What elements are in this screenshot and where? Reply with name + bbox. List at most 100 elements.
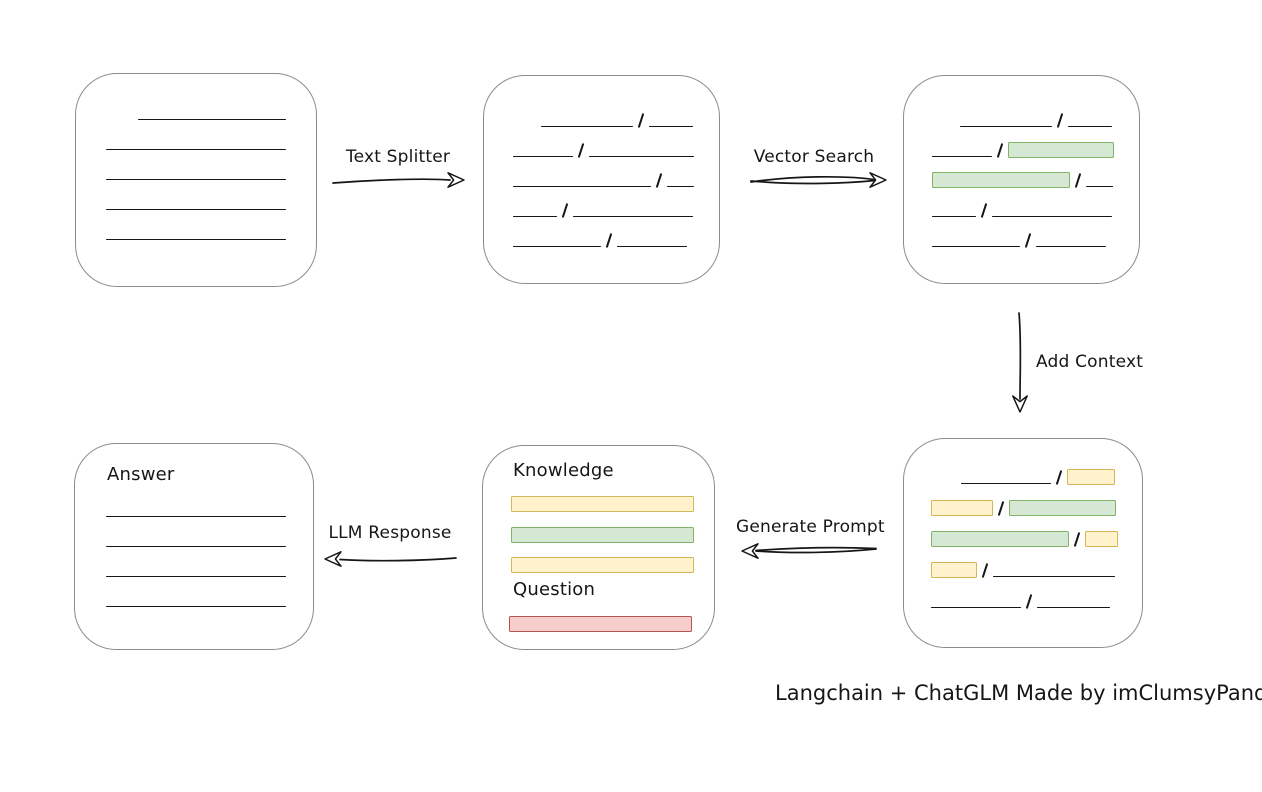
- text-row: [106, 151, 286, 181]
- split-text-lines: [513, 98, 694, 248]
- slash-mark: [1074, 173, 1082, 188]
- slash-mark: [1073, 532, 1081, 547]
- text-line: [106, 149, 286, 150]
- generate-prompt-arrow: [741, 543, 877, 559]
- text-row: [931, 485, 1118, 516]
- text-row: [932, 98, 1114, 128]
- text-line: [513, 246, 601, 247]
- text-line: [106, 516, 286, 517]
- slash-mark: [561, 203, 569, 218]
- answer-lines: [106, 488, 286, 608]
- answer-label: Answer: [107, 464, 175, 485]
- gap: [106, 120, 138, 121]
- context-chunks-lines: [931, 454, 1118, 609]
- text-line: [106, 546, 286, 547]
- knowledge-bars: [511, 496, 694, 588]
- text-row: [511, 557, 694, 588]
- text-line: [960, 126, 1052, 127]
- prompt-box: Knowledge Question: [482, 445, 715, 650]
- answer-box: Answer: [74, 443, 314, 650]
- slash-mark: [997, 501, 1005, 516]
- text-row: [513, 128, 694, 158]
- text-line: [513, 156, 573, 157]
- text-line: [106, 209, 286, 210]
- green-highlight-bar: [511, 526, 694, 543]
- question-label: Question: [513, 579, 596, 600]
- text-row: [513, 188, 694, 218]
- split-text-box: [483, 75, 720, 284]
- gap: [932, 127, 960, 128]
- text-line: [589, 156, 694, 157]
- gap: [513, 127, 541, 128]
- slash-mark: [981, 563, 989, 578]
- text-row: [931, 547, 1118, 578]
- text-line: [931, 607, 1021, 608]
- text-row: [106, 578, 286, 608]
- slash-mark: [1055, 470, 1063, 485]
- green-highlight-bar: [932, 172, 1070, 188]
- yellow-highlight-bar: [931, 562, 977, 578]
- gap: [931, 484, 961, 485]
- text-line: [649, 126, 693, 127]
- text-row: [106, 91, 286, 121]
- slash-mark: [637, 113, 645, 128]
- yellow-highlight-bar: [931, 500, 993, 516]
- text-splitter-arrow: [332, 172, 465, 188]
- text-row: [932, 158, 1114, 188]
- text-row: [513, 98, 694, 128]
- text-line: [932, 216, 976, 217]
- text-row: [106, 181, 286, 211]
- text-line: [541, 126, 633, 127]
- green-highlight-bar: [931, 531, 1069, 547]
- red-highlight-bar: [509, 616, 692, 632]
- source-document-lines: [106, 91, 286, 241]
- slash-mark: [605, 233, 613, 248]
- text-row: [511, 496, 694, 527]
- add-context-label: Add Context: [1036, 352, 1144, 372]
- text-row: [932, 218, 1114, 248]
- slash-mark: [980, 203, 988, 218]
- text-row: [932, 128, 1114, 158]
- text-row: [931, 578, 1118, 609]
- text-line: [993, 576, 1115, 577]
- slash-mark: [577, 143, 585, 158]
- text-line: [932, 156, 992, 157]
- vector-search-arrow: [750, 172, 887, 188]
- text-row: [106, 548, 286, 578]
- text-row: [932, 188, 1114, 218]
- slash-mark: [1025, 594, 1033, 609]
- text-row: [106, 211, 286, 241]
- text-row: [106, 121, 286, 151]
- add-context-arrow: [1012, 312, 1028, 413]
- vector-search-label: Vector Search: [753, 147, 875, 167]
- text-line: [961, 483, 1051, 484]
- text-row: [931, 454, 1118, 485]
- yellow-highlight-bar: [511, 557, 694, 573]
- green-highlight-bar: [1008, 142, 1114, 158]
- llm-response-arrow: [324, 551, 457, 567]
- text-row: [106, 488, 286, 518]
- text-line: [992, 216, 1112, 217]
- text-line: [106, 576, 286, 577]
- text-line: [1086, 186, 1113, 187]
- yellow-highlight-bar: [1085, 531, 1118, 547]
- text-splitter-label: Text Splitter: [345, 147, 451, 167]
- text-row: [511, 526, 694, 558]
- yellow-highlight-bar: [1067, 469, 1115, 485]
- text-line: [1036, 246, 1106, 247]
- source-document-box: [75, 73, 317, 287]
- text-row: [509, 616, 692, 647]
- yellow-highlight-bar: [511, 496, 694, 512]
- text-line: [138, 119, 286, 120]
- text-line: [667, 186, 694, 187]
- text-line: [106, 606, 286, 607]
- text-line: [513, 216, 557, 217]
- text-line: [932, 246, 1020, 247]
- text-line: [106, 179, 286, 180]
- slash-mark: [996, 143, 1004, 158]
- text-row: [106, 518, 286, 548]
- generate-prompt-label: Generate Prompt: [736, 517, 885, 537]
- diagram-caption: Langchain + ChatGLM Made by imClumsyPand…: [775, 681, 1262, 705]
- green-highlight-bar: [1009, 500, 1116, 516]
